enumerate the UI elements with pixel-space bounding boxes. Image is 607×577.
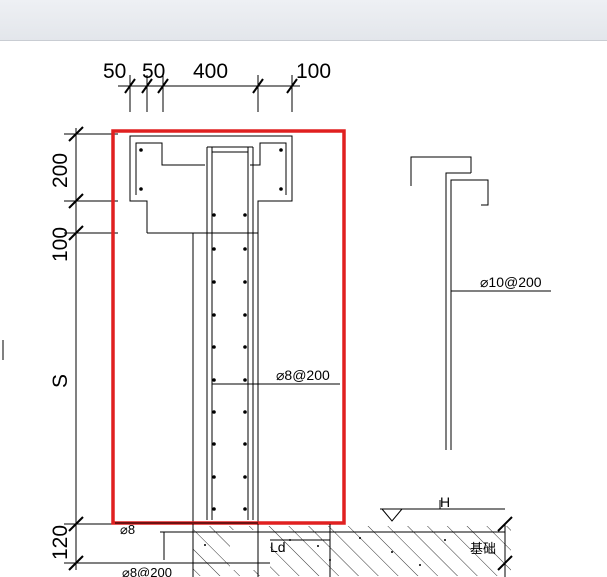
label-foundation-side: 基础 [470,541,496,556]
dim-left-s: S [49,374,72,388]
drawing-toolbar [0,0,607,41]
left-dimension-chain [64,126,118,571]
dim-left-120: 120 [49,525,72,560]
rebar-dots [139,148,283,511]
foundation-lines [115,500,513,577]
dim-left-200: 200 [49,153,72,188]
label-ld: Ld [270,539,286,555]
highlight-box [111,129,346,525]
dim-top-50a: 50 [103,60,126,83]
foundation-slab [193,526,511,576]
label-bottom-rebar-2: ⌀8@200 [122,565,172,577]
rebar-label-right: ⌀10@200 [480,274,542,290]
dim-top-400: 400 [193,60,228,83]
label-bottom-rebar: ⌀8 [120,522,135,537]
wall-section [129,135,340,524]
dim-left-100: 100 [49,227,72,262]
rebar-detail-right [410,156,551,450]
dim-top-100: 100 [296,60,331,83]
dim-top-50b: 50 [142,60,165,83]
rebar-label-stem: ⌀8@200 [276,367,330,383]
top-dimension-chain [118,75,300,112]
level-label-h: H [440,494,450,510]
